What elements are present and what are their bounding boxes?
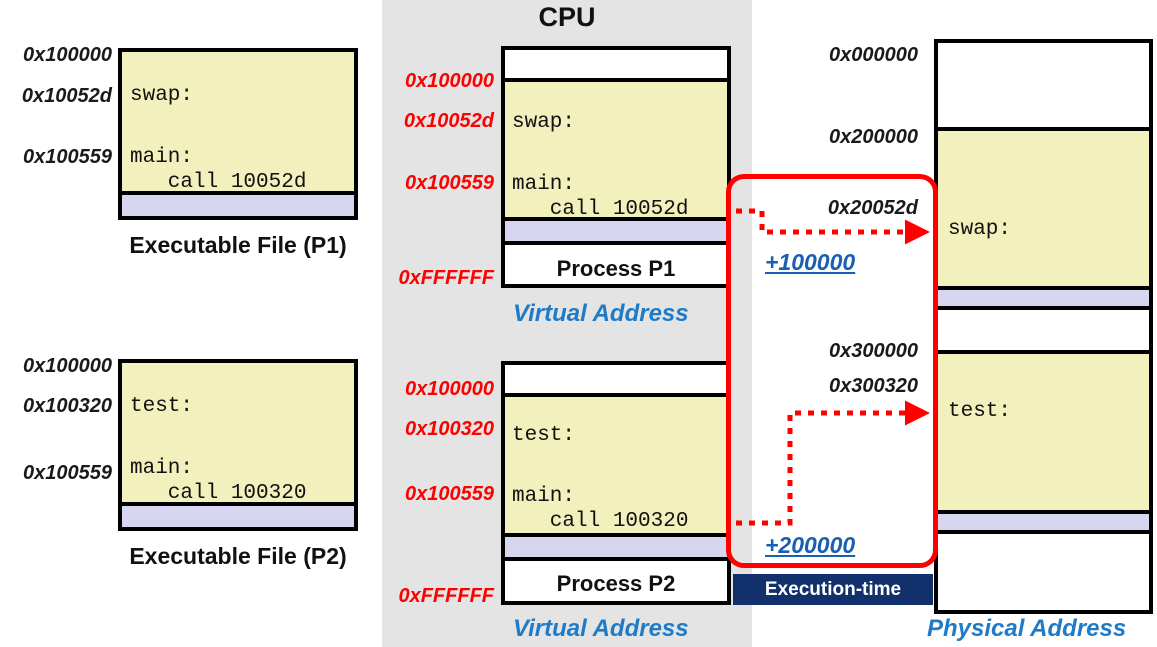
physical-p2-data-segment [938,510,1149,530]
process-p1-address-0: 0x100000 [405,70,494,92]
process-p2-reserved-segment [505,365,727,393]
physical-free-segment-top [938,43,1149,127]
execfile-p2-caption: Executable File (P2) [129,543,347,569]
execfile-p1-code-swap: swap: [130,84,194,107]
physical-memory-box [934,39,1153,614]
physical-address-1: 0x200000 [829,126,918,148]
process-p1-code-swap: swap: [512,111,576,134]
process-p2-code-main: main: [512,485,576,508]
execfile-p1-data-segment [122,191,354,216]
execfile-p2-address-2: 0x100559 [23,462,112,484]
physical-address-caption: Physical Address [927,615,1127,642]
process-p2-address-0: 0x100000 [405,378,494,400]
physical-address-4: 0x300320 [829,375,918,397]
process-p2-address-3: 0xFFFFFF [398,585,494,607]
process-p2-code-call: call 100320 [512,510,689,533]
process-p2-code-segment [505,393,727,533]
process-p1-code-main: main: [512,173,576,196]
process-p2-data-segment [505,533,727,557]
physical-address-0: 0x000000 [829,44,918,66]
physical-p2-code-segment [938,350,1149,510]
process-p2-label: Process P2 [556,571,676,596]
process-p1-label: Process P1 [556,256,676,281]
execfile-p1-code-segment [122,52,354,191]
execfile-p1-code-main: main: [130,146,194,169]
relocation-offset-p2: +200000 [765,532,856,558]
physical-p1-data-segment [938,286,1149,306]
process-p1-code-call: call 10052d [512,198,689,221]
process-p1-data-segment [505,217,727,241]
physical-free-segment-bottom [938,530,1149,610]
relocation-highlight-box [726,174,938,568]
process-p2-stack-segment [505,557,727,601]
execfile-p2-box [118,359,358,531]
binding-time-badge: Execution-time [733,574,933,605]
physical-p1-code-segment [938,127,1149,286]
process-p2-code-test: test: [512,424,576,447]
execfile-p1-address-2: 0x100559 [23,146,112,168]
process-p1-address-1: 0x10052d [403,110,494,132]
execfile-p2-address-0: 0x100000 [23,355,112,377]
process-p1-reserved-segment [505,50,727,78]
execfile-p2-code-main: main: [130,457,194,480]
execfile-p2-code-call: call 100320 [130,482,307,505]
execfile-p2-code-test: test: [130,395,194,418]
execfile-p2-data-segment [122,502,354,527]
process-p1-address-2: 0x100559 [405,172,494,194]
process-p1-address-3: 0xFFFFFF [398,267,494,289]
execfile-p2-code-segment [122,363,354,502]
execfile-p1-box [118,48,358,220]
process-p2-address-2: 0x100559 [405,483,494,505]
process-p1-box [501,46,731,288]
execfile-p1-address-0: 0x100000 [23,44,112,66]
process-p2-address-1: 0x100320 [405,418,494,440]
process-p1-virtual-address-caption: Virtual Address [513,300,689,327]
physical-free-segment-middle [938,306,1149,350]
physical-code-swap: swap: [948,218,1012,241]
physical-code-test: test: [948,400,1012,423]
execfile-p1-code-call: call 10052d [130,171,307,194]
process-p2-box [501,361,731,605]
execfile-p1-caption: Executable File (P1) [129,232,347,258]
process-p1-stack-segment [505,241,727,284]
process-p2-virtual-address-caption: Virtual Address [513,615,689,642]
cpu-title: CPU [538,2,596,32]
execfile-p1-address-1: 0x10052d [21,85,112,107]
process-p1-code-segment [505,78,727,217]
execfile-p2-address-1: 0x100320 [23,395,112,417]
physical-address-3: 0x300000 [829,340,918,362]
relocation-offset-p1: +100000 [765,249,856,275]
